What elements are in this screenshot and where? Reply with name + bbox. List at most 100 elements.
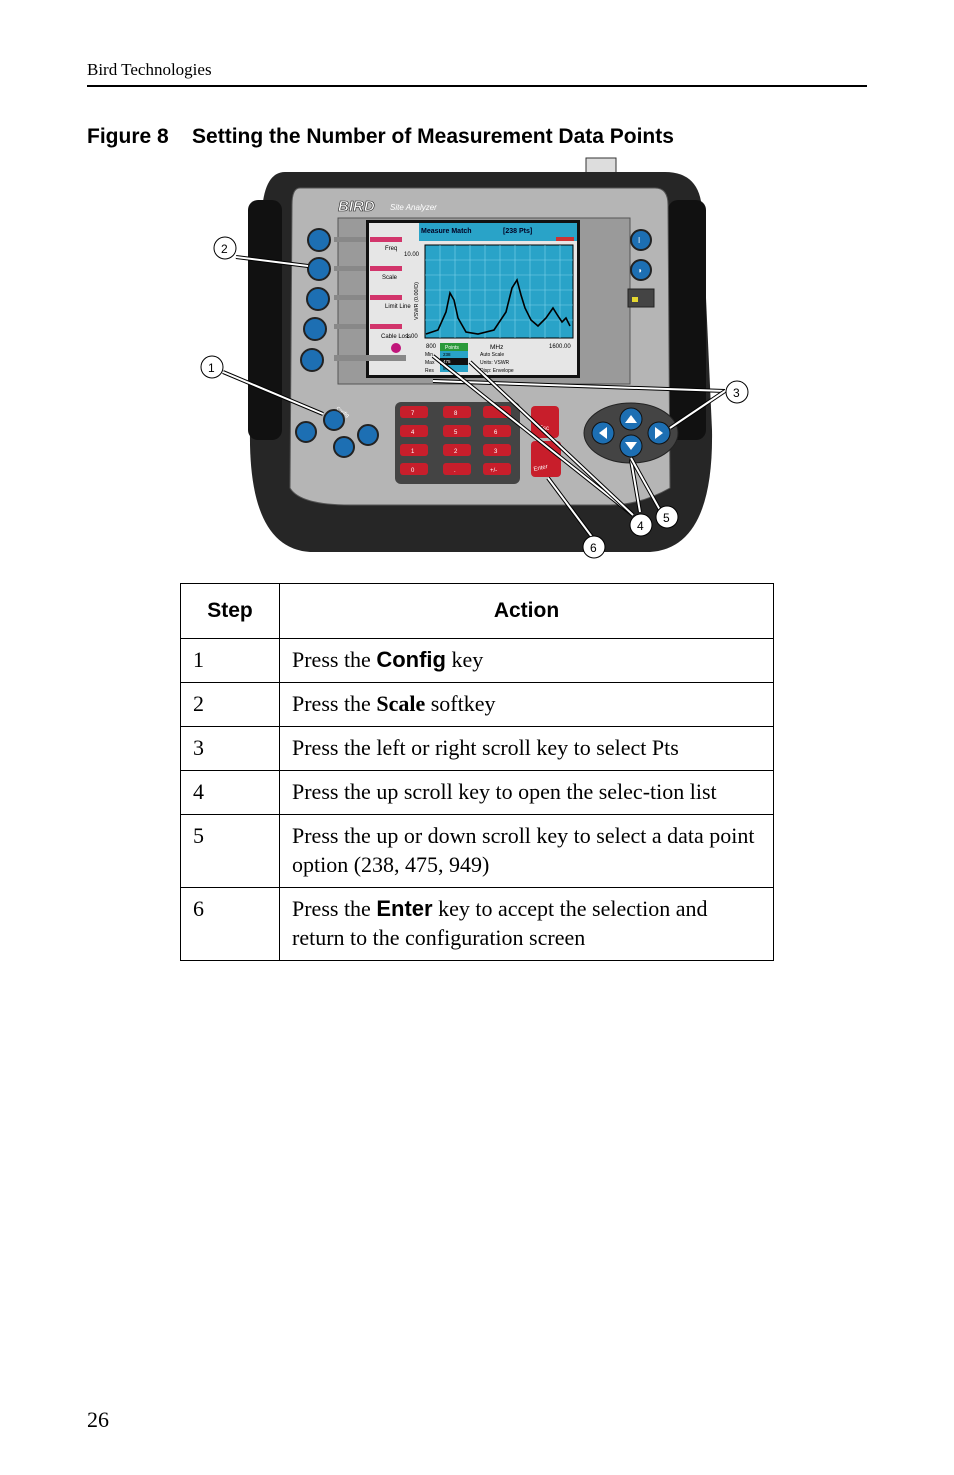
key-name: Scale — [376, 691, 426, 716]
action-text: softkey — [425, 691, 496, 716]
callout-4-label: 4 — [637, 519, 644, 533]
y-bottom-label: 1.00 — [406, 334, 418, 340]
step-number: 6 — [180, 887, 280, 961]
key-dot[interactable]: . — [454, 468, 456, 474]
config-key[interactable] — [323, 409, 345, 431]
steps-table: Step Action 1 Press the Config key 2 Pre… — [180, 583, 774, 961]
model-name: Site Analyzer — [390, 203, 437, 212]
key-5[interactable]: 5 — [454, 430, 458, 436]
info-min: Min — [425, 352, 433, 358]
key-6[interactable]: 6 — [494, 430, 498, 436]
popup-option-475: 475 — [443, 359, 451, 364]
step-number: 1 — [180, 638, 280, 683]
page-number: 26 — [87, 1407, 109, 1432]
column-header-step: Step — [180, 583, 280, 639]
table-row: 3 Press the left or right scroll key to … — [180, 726, 774, 771]
callout-2-label: 2 — [221, 242, 228, 256]
callout-6-label: 6 — [590, 541, 597, 555]
table-row: 4 Press the up scroll key to open the se… — [180, 770, 774, 815]
key-8[interactable]: 8 — [454, 411, 458, 417]
table-row: 5 Press the up or down scroll key to sel… — [180, 814, 774, 888]
x-end-label: 1600.00 — [549, 344, 571, 350]
softkey-bars — [334, 237, 406, 361]
contrast-button[interactable] — [630, 259, 652, 281]
info-res: Res — [425, 368, 434, 374]
contrast-icon: ◑ — [637, 266, 642, 275]
power-button[interactable] — [630, 229, 652, 251]
step-action: Press the left or right scroll key to se… — [279, 726, 774, 771]
callout-lines — [222, 255, 727, 539]
softkey-label-cable-loss: Cable Loss — [381, 334, 411, 340]
popup-title: Points — [445, 345, 459, 351]
plot-area — [424, 244, 574, 339]
x-unit-label: MHz — [490, 344, 503, 351]
callouts: 1 2 3 4 5 6 — [200, 236, 749, 559]
step-number: 3 — [180, 726, 280, 771]
led-indicator — [632, 297, 638, 302]
softkey-label-limit-line: Limit Line — [385, 304, 411, 310]
softkey-button-limit-line[interactable] — [306, 287, 330, 311]
header-rule — [87, 85, 867, 87]
softkey-label-scale: Scale — [382, 275, 398, 281]
callout-4 — [629, 513, 653, 537]
screen-points: [238 Pts] — [503, 228, 532, 235]
plot-grid — [425, 245, 573, 338]
key-name: Config — [376, 647, 446, 672]
running-header: Bird Technologies — [87, 60, 212, 79]
column-header-action: Action — [279, 583, 774, 639]
step-action: Press the up scroll key to open the sele… — [279, 770, 774, 815]
callout-1-label: 1 — [208, 361, 215, 375]
marker-key[interactable] — [295, 421, 317, 443]
step-action: Press the Config key — [279, 638, 774, 683]
mode-key[interactable] — [357, 424, 379, 446]
step-number: 4 — [180, 770, 280, 815]
brand-logo: BIRD — [338, 198, 375, 215]
x-start-label: 800 — [426, 344, 437, 350]
key-3[interactable]: 3 — [494, 449, 498, 455]
key-2[interactable]: 2 — [454, 449, 458, 455]
key-plus-minus[interactable]: +/- — [490, 468, 497, 474]
key-0[interactable]: 0 — [411, 468, 415, 474]
softkey-button-freq[interactable] — [307, 228, 331, 252]
action-text: Press the — [292, 691, 377, 716]
info-max: Max — [425, 360, 435, 366]
table-header-row: Step Action — [180, 583, 774, 639]
right-grip — [668, 200, 706, 440]
key-1[interactable]: 1 — [411, 449, 415, 455]
softkey-labels: Freq Scale Limit Line Cable Loss — [370, 237, 411, 353]
arrow-right-icon — [655, 427, 663, 439]
info-units: Units: VSWR — [480, 360, 510, 366]
callout-3 — [725, 380, 749, 404]
step-action: Press the up or down scroll key to selec… — [279, 814, 774, 888]
softkey-button-scale[interactable] — [307, 257, 331, 281]
info-display: Disp: Envelope — [480, 368, 514, 374]
key-7[interactable]: 7 — [411, 411, 415, 417]
screen-title-bar — [419, 223, 577, 241]
battery-indicator — [556, 237, 574, 241]
key-name: Enter — [376, 896, 433, 921]
callout-5-label: 5 — [663, 511, 670, 525]
action-text: key — [445, 647, 484, 672]
arrow-down-icon — [625, 442, 637, 450]
callout-6 — [582, 535, 606, 559]
left-grip — [248, 200, 282, 440]
softkey-button-5[interactable] — [300, 348, 324, 372]
y-axis-label: VSWR (0.00/D) — [414, 282, 420, 320]
figure-caption: Figure 8 Setting the Number of Measureme… — [87, 125, 674, 148]
softkey-button-cable-loss[interactable] — [303, 317, 327, 341]
popup-option-238: 238 — [443, 352, 451, 357]
step-action: Press the Scale softkey — [279, 682, 774, 727]
softkey-label-freq: Freq — [385, 246, 397, 252]
arrow-up-icon — [625, 415, 637, 423]
screen-title: Measure Match — [421, 228, 472, 235]
esc-key[interactable] — [531, 406, 559, 438]
arrow-left-icon — [599, 427, 607, 439]
callout-5 — [655, 505, 679, 529]
device-illustration: BIRD Site Analyzer Measure Match [238 Pt… — [200, 157, 749, 559]
measure-key[interactable] — [333, 436, 355, 458]
table-row: 2 Press the Scale softkey — [180, 682, 774, 727]
key-4[interactable]: 4 — [411, 430, 415, 436]
marker-dot — [391, 343, 401, 353]
antenna-connector — [585, 157, 617, 175]
info-autoscale: Auto Scale — [480, 352, 504, 358]
